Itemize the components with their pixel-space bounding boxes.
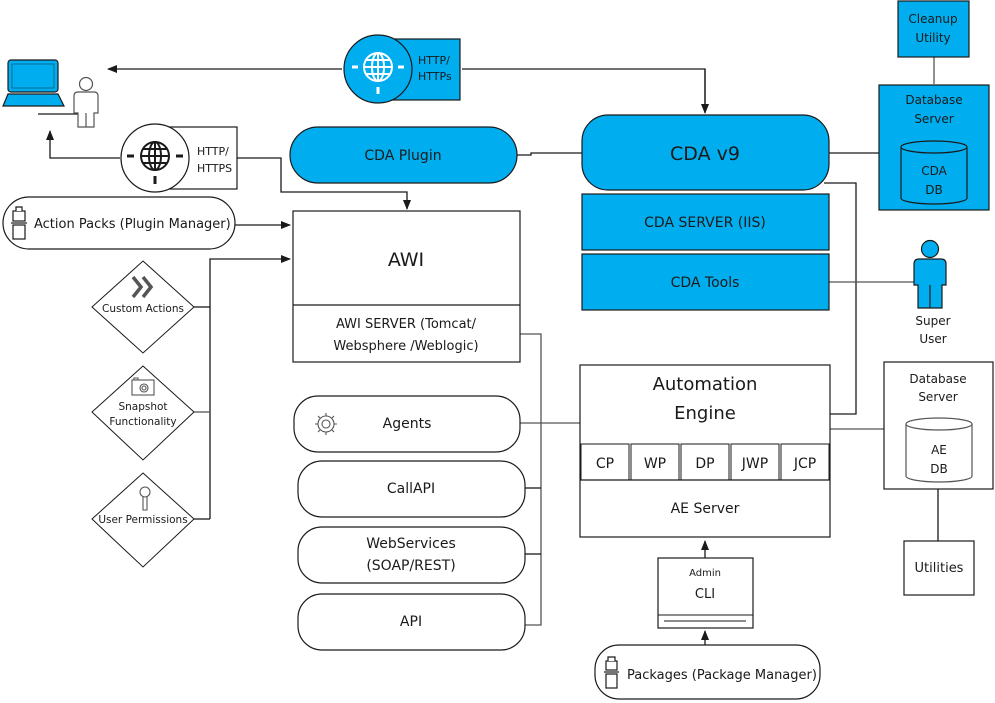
process-label: DP [695, 456, 714, 472]
user-icon [913, 239, 947, 309]
connector-awi-to-bus [520, 333, 542, 626]
connector-cda-to-client-top [462, 68, 706, 105]
process-cell-jwp[interactable]: JWP [730, 443, 780, 481]
snapshot-functionality[interactable]: Snapshot Functionality [91, 365, 195, 461]
utilities-label: Utilities [915, 561, 964, 576]
cda-server[interactable]: CDA SERVER (IIS) [581, 193, 830, 251]
custom-actions[interactable]: Custom Actions [91, 260, 195, 354]
cda-dbserver-line1: Database [905, 93, 962, 107]
chevrons-right-icon [131, 275, 154, 299]
packages[interactable]: Packages (Package Manager) [594, 644, 821, 700]
process-cell-cp[interactable]: CP [580, 443, 630, 481]
api[interactable]: API [297, 593, 526, 651]
ae-dbserver-line1: Database [909, 372, 966, 386]
gear-icon [315, 413, 337, 435]
process-label: CP [596, 456, 614, 472]
protocol-top-line2: HTTPs [418, 70, 452, 83]
user-icon [73, 76, 99, 128]
super-user-line1: Super [915, 314, 950, 328]
awi-server-line2: Websphere /Weblogic) [333, 339, 478, 354]
package-icon [604, 656, 619, 689]
cda-tools[interactable]: CDA Tools [581, 253, 830, 311]
key-icon [139, 486, 151, 511]
cda-db-line2: DB [925, 183, 942, 197]
snapshot-line2: Functionality [109, 416, 176, 428]
ae-dbserver-line2: Server [918, 390, 957, 404]
ae-db-line2: DB [930, 462, 947, 476]
client [2, 59, 99, 128]
user-permissions[interactable]: User Permissions [91, 472, 195, 568]
connector-diamonds-bus [209, 255, 291, 519]
admin-cli-line2: CLI [695, 587, 715, 602]
camera-icon [131, 377, 155, 396]
ae-database-server[interactable]: Database Server AE DB [883, 361, 994, 490]
callapi-label: CallAPI [387, 481, 435, 497]
process-label: JCP [793, 456, 816, 472]
cda-server-label: CDA SERVER (IIS) [644, 215, 766, 231]
package-icon [11, 206, 27, 240]
protocol-left-line1: HTTP/ [197, 145, 229, 158]
cda-v9-label: CDA v9 [670, 143, 740, 165]
globe-icon [352, 52, 404, 94]
api-label: API [400, 614, 422, 630]
laptop-icon [2, 59, 65, 107]
database-cylinder-icon [900, 140, 968, 205]
action-packs[interactable]: Action Packs (Plugin Manager) [2, 196, 236, 250]
super-user: Super User [913, 239, 951, 346]
agents[interactable]: Agents [293, 395, 521, 453]
engine-title-line2: Engine [674, 403, 736, 424]
engine-title-line1: Automation [653, 374, 758, 395]
cda-v9[interactable]: CDA v9 [581, 114, 830, 191]
webservices-line2: (SOAP/REST) [366, 558, 455, 574]
cda-database-server[interactable]: Database Server CDA DB [878, 84, 990, 211]
snapshot-line1: Snapshot [118, 401, 167, 413]
globe-icon [127, 141, 183, 184]
ae-server-label: AE Server [671, 501, 740, 517]
process-label: WP [644, 456, 666, 472]
protocol-left-line2: HTTPS [197, 162, 232, 175]
admin-cli[interactable]: Admin CLI [657, 557, 754, 629]
user-permissions-label: User Permissions [98, 514, 187, 526]
cleanup-utility[interactable]: Cleanup Utility [897, 0, 970, 58]
connector-plugin-to-cda [517, 152, 582, 156]
super-user-line2: User [919, 332, 946, 346]
cda-plugin-label: CDA Plugin [364, 148, 441, 164]
awi-server-line1: AWI SERVER (Tomcat/ [336, 317, 477, 332]
cda-tools-label: CDA Tools [671, 275, 740, 291]
cleanup-line1: Cleanup [908, 12, 957, 26]
agents-label: Agents [383, 416, 432, 432]
awi[interactable]: AWI AWI SERVER (Tomcat/ Websphere /Weblo… [292, 210, 521, 363]
utilities[interactable]: Utilities [903, 540, 975, 596]
cleanup-line2: Utility [915, 31, 950, 45]
connector-left-protocol-to-client [46, 130, 120, 159]
cda-dbserver-line2: Server [914, 112, 953, 126]
process-cell-dp[interactable]: DP [680, 443, 730, 481]
database-cylinder-icon [905, 417, 973, 483]
webservices[interactable]: WebServices (SOAP/REST) [297, 526, 526, 584]
callapi[interactable]: CallAPI [297, 460, 526, 518]
protocol-top-line1: HTTP/ [418, 54, 450, 67]
admin-cli-line1: Admin [689, 568, 721, 579]
action-packs-label: Action Packs (Plugin Manager) [34, 217, 231, 232]
connector-cda-to-engine [824, 182, 857, 415]
cda-db-line1: CDA [921, 164, 947, 178]
process-row: CP WP DP JWP JCP [580, 443, 830, 481]
automation-engine[interactable]: Automation Engine CP WP DP JWP JCP AE Server [579, 364, 831, 538]
protocol-top: HTTP/ HTTPs [343, 34, 461, 104]
process-cell-jcp[interactable]: JCP [780, 443, 830, 481]
awi-title: AWI [388, 249, 424, 271]
ae-db-line1: AE [931, 443, 947, 457]
process-cell-wp[interactable]: WP [630, 443, 680, 481]
connector-left-protocol-to-awi [236, 157, 411, 210]
webservices-line1: WebServices [366, 536, 456, 552]
connectors [38, 57, 939, 645]
cda-plugin[interactable]: CDA Plugin [289, 126, 518, 184]
custom-actions-label: Custom Actions [102, 303, 184, 315]
protocol-left: HTTP/ HTTPS [120, 123, 238, 193]
process-label: JWP [741, 456, 768, 472]
packages-label: Packages (Package Manager) [627, 668, 817, 683]
